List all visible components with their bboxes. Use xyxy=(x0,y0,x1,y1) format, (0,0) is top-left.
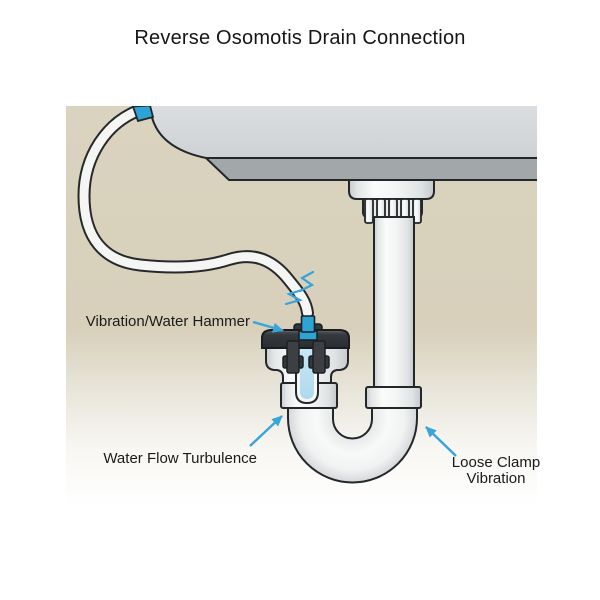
drain-saddle-clamp xyxy=(261,315,350,409)
squiggle-lower xyxy=(284,288,304,306)
sink xyxy=(149,106,537,181)
sink-rim-band xyxy=(203,157,537,181)
label-loose-clamp-vibration: Loose Clamp Vibration xyxy=(451,454,541,487)
label-water-flow-turbulence: Water Flow Turbulence xyxy=(103,450,257,467)
water-stream xyxy=(300,337,314,399)
squiggle-upper xyxy=(298,270,315,293)
trap-right-slip-nut xyxy=(365,386,422,409)
plumbing-diagram xyxy=(77,106,537,484)
fitting-stem xyxy=(300,315,316,333)
annotation-arrows xyxy=(249,320,457,457)
arrow-turbulence xyxy=(249,415,283,447)
tube-body xyxy=(79,106,312,318)
tube-clamp-fitting xyxy=(298,315,318,341)
p-trap xyxy=(287,386,422,484)
tailpiece-pipe xyxy=(373,216,415,390)
arrow-water-hammer xyxy=(252,320,284,333)
arrow-loose-clamp xyxy=(425,426,457,457)
diagram-panel xyxy=(66,106,537,506)
bolt-left xyxy=(286,340,300,374)
label-vibration-water-hammer: Vibration/Water Hammer xyxy=(85,313,250,330)
trap-u-bend xyxy=(287,402,418,484)
clamp-bolts xyxy=(282,340,330,374)
drain-flange xyxy=(348,179,435,200)
vibration-squiggles xyxy=(284,270,315,306)
sink-drain-assembly xyxy=(348,179,435,390)
sink-basin xyxy=(150,106,537,158)
page-title: Reverse Osomotis Drain Connection xyxy=(134,27,466,49)
bolt-right xyxy=(312,340,326,374)
tube-sink-fitting xyxy=(131,106,155,123)
ro-drain-tube xyxy=(77,106,314,320)
